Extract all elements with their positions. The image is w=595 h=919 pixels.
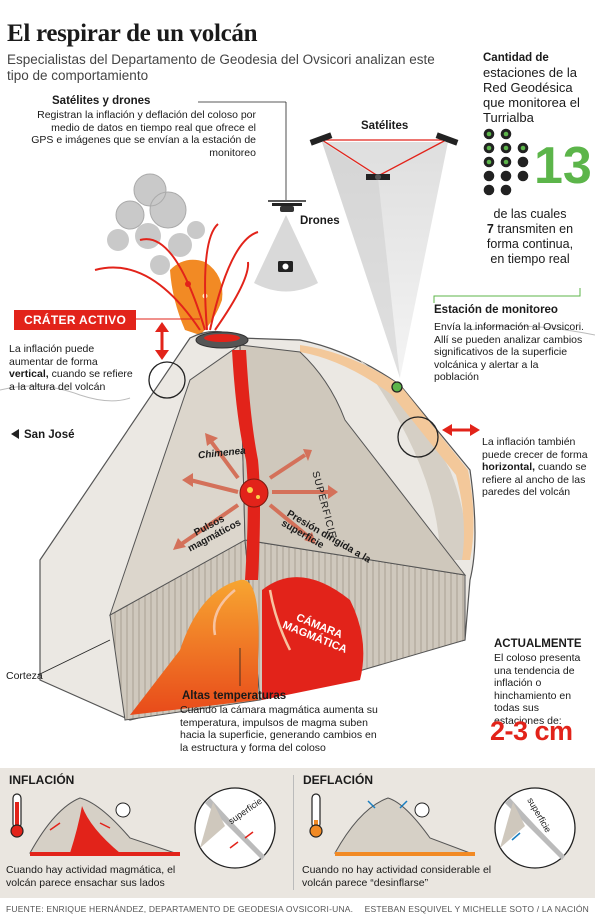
gps-station-icon xyxy=(391,381,403,393)
stations-count: 13 xyxy=(534,137,592,195)
san-jose-label: San José xyxy=(24,429,75,441)
drone-icon xyxy=(268,200,306,212)
bottom-diagrams xyxy=(10,787,576,869)
deflation-heading: DEFLACIÓN xyxy=(303,773,373,787)
drone-beam xyxy=(254,215,318,292)
stations-heading: Cantidad de xyxy=(483,52,549,64)
temperatures-body: Cuando la cámara magmática aumenta su te… xyxy=(180,704,378,754)
crater-label: CRÁTER ACTIVO xyxy=(14,310,137,330)
pressure-arrows xyxy=(178,438,330,547)
surface-layer xyxy=(300,345,474,560)
magma-chamber-left xyxy=(130,579,259,715)
actualmente-heading: ACTUALMENTE xyxy=(494,638,582,650)
temperatures-heading: Altas temperaturas xyxy=(182,690,287,702)
panel-divider xyxy=(293,775,294,890)
satellites-label: Satélites xyxy=(361,120,409,132)
thermometer-icon xyxy=(309,793,323,838)
thermometer-icon xyxy=(10,793,24,838)
horizontal-note: La inflación también puede crecer de for… xyxy=(482,436,588,498)
drones-label: Drones xyxy=(300,215,340,227)
satellites-drones-heading: Satélites y drones xyxy=(52,95,151,107)
vertical-arrow xyxy=(155,322,169,360)
stations-body: estaciones de la Red Geodésica que monit… xyxy=(483,65,580,125)
footer-source: FUENTE: ENRIQUE HERNÁNDEZ, DEPARTAMENTO … xyxy=(6,904,354,914)
station-dots xyxy=(483,128,529,196)
footer-credits: ESTEBAN ESQUIVEL Y MICHELLE SOTO / LA NA… xyxy=(364,904,589,914)
arrow-left-icon xyxy=(11,429,19,439)
eruption-plume xyxy=(170,259,223,335)
inflation-value: 2-3 cm xyxy=(490,716,573,746)
camera-icon xyxy=(278,261,293,272)
vertical-note: La inflación puede aumentar de forma ver… xyxy=(9,343,133,393)
chimney xyxy=(232,350,260,580)
inflation-heading: INFLACIÓN xyxy=(9,773,75,787)
inflation-caption: Cuando hay actividad magmática, el volcá… xyxy=(6,864,176,889)
monitor-station-heading: Estación de monitoreo xyxy=(434,304,558,316)
page-title: El respirar de un volcán xyxy=(7,20,258,47)
smoke xyxy=(107,174,205,275)
deflation-caption: Cuando no hay actividad considerable el … xyxy=(302,864,492,889)
satellite-icon xyxy=(309,132,459,180)
crust-label: Corteza xyxy=(6,670,43,682)
horizontal-arrow xyxy=(442,424,480,436)
monitor-station-body: Envía la información al Ovsicori. Allí s… xyxy=(434,321,584,383)
magma-chamber-right xyxy=(262,577,364,700)
actualmente-body: El coloso presenta una tendencia de infl… xyxy=(494,652,581,727)
satellites-drones-body: Registran la inflación y deflación del c… xyxy=(31,109,256,159)
stations-detail: de las cuales 7 transmiten en forma cont… xyxy=(486,207,574,266)
page-subtitle: Especialistas del Departamento de Geodes… xyxy=(7,52,435,83)
